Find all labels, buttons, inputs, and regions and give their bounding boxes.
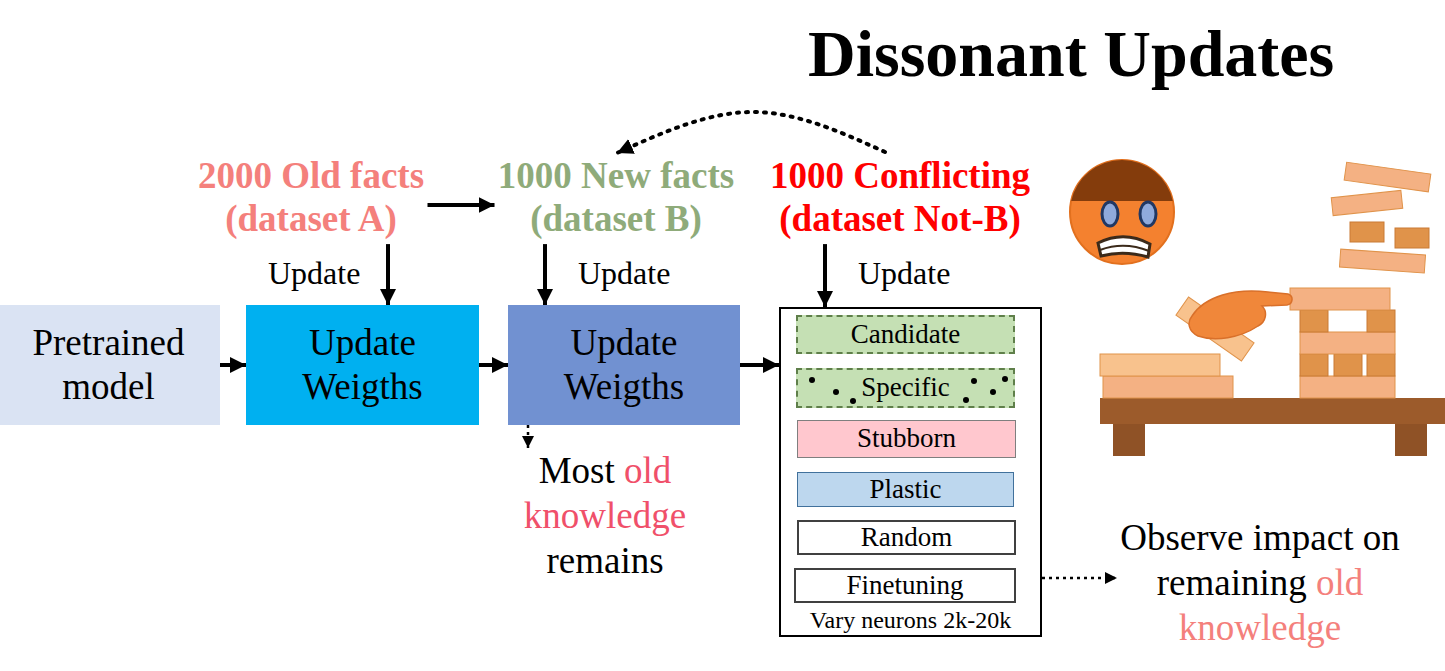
grimace-mouth	[1098, 237, 1150, 257]
method-box: Candidate	[796, 315, 1015, 354]
method-text: Plastic	[870, 475, 942, 505]
worried-face	[1070, 160, 1174, 264]
box-text: Update Weigths	[252, 321, 473, 410]
note-label: Most old knowledge remains	[521, 448, 690, 583]
falling-block	[1344, 162, 1431, 192]
edge-label: Update	[578, 255, 670, 292]
jenga-block	[1300, 310, 1328, 332]
flow-arrow	[479, 363, 508, 367]
jenga-block	[1300, 376, 1395, 398]
edge-label: Update	[858, 255, 950, 292]
method-panel: Vary neurons 2k-20k CandidateSpecificStub…	[779, 307, 1042, 637]
note-label: Observe impact on remaining old knowledg…	[1117, 515, 1403, 650]
falling-block	[1339, 249, 1425, 273]
fallen-block	[1103, 376, 1233, 398]
hair	[1071, 160, 1173, 201]
method-text: Stubborn	[857, 424, 956, 454]
panel-note: Vary neurons 2k-20k	[781, 607, 1040, 633]
method-text: Candidate	[851, 320, 960, 350]
fallen-block	[1100, 354, 1220, 376]
dataset-text: 2000 Old facts (dataset A)	[198, 155, 424, 239]
table-top	[1100, 398, 1445, 424]
box-text: Pretrained model	[3, 321, 214, 410]
jenga-block	[1300, 332, 1395, 354]
dotted-arrow	[617, 112, 885, 153]
neuron-dot	[850, 398, 856, 404]
process-box: Update Weigths	[508, 305, 740, 425]
process-box: Update Weigths	[246, 305, 479, 425]
method-text: Random	[861, 523, 953, 553]
method-box: Finetuning	[794, 568, 1016, 603]
table-leg	[1113, 424, 1145, 456]
table-leg	[1395, 424, 1427, 456]
flow-arrow	[428, 203, 495, 207]
note-text: Most	[539, 450, 615, 491]
teeth-line	[1100, 246, 1149, 251]
neuron-dot	[809, 377, 815, 383]
dataset-label: 1000 New facts (dataset B)	[495, 155, 738, 240]
dotted-arrow	[527, 425, 530, 448]
flow-arrow	[740, 363, 779, 367]
method-text: Finetuning	[846, 571, 963, 601]
jenga-block	[1290, 288, 1390, 310]
flow-arrow	[386, 244, 390, 305]
neuron-dot	[971, 378, 977, 384]
flow-arrow	[220, 363, 246, 367]
method-box: Stubborn	[797, 420, 1016, 458]
box-text: Update Weigths	[514, 321, 734, 410]
flow-arrow	[543, 244, 547, 305]
neuron-dot	[833, 389, 839, 395]
note-text: remains	[546, 540, 663, 581]
jenga-block	[1367, 354, 1395, 376]
edge-label: Update	[268, 255, 360, 292]
eye	[1140, 202, 1156, 226]
method-text: Specific	[861, 373, 949, 403]
method-box: Specific	[796, 368, 1015, 408]
jenga-block	[1334, 354, 1362, 376]
method-box: Random	[797, 520, 1016, 555]
method-box: Plastic	[797, 472, 1014, 507]
flow-arrow	[823, 244, 827, 307]
dataset-text: 1000 Conflicting (dataset Not-B)	[770, 155, 1030, 239]
diagram-title: Dissonant Updates	[808, 16, 1334, 92]
jenga-block	[1300, 354, 1328, 376]
falling-block	[1395, 228, 1429, 248]
falling-block	[1331, 190, 1402, 215]
falling-block	[1350, 222, 1384, 242]
model-box: Pretrained model	[0, 305, 220, 425]
neuron-dot	[990, 389, 996, 395]
dotted-arrow	[1042, 577, 1117, 580]
dataset-label: 2000 Old facts (dataset A)	[195, 155, 428, 240]
hand	[1189, 291, 1292, 339]
neuron-dot	[1002, 376, 1008, 382]
dataset-text: 1000 New facts (dataset B)	[498, 155, 734, 239]
jenga-block	[1367, 310, 1395, 332]
dataset-label: 1000 Conflicting (dataset Not-B)	[767, 155, 1034, 240]
neuron-dot	[963, 397, 969, 403]
eye	[1102, 202, 1118, 226]
